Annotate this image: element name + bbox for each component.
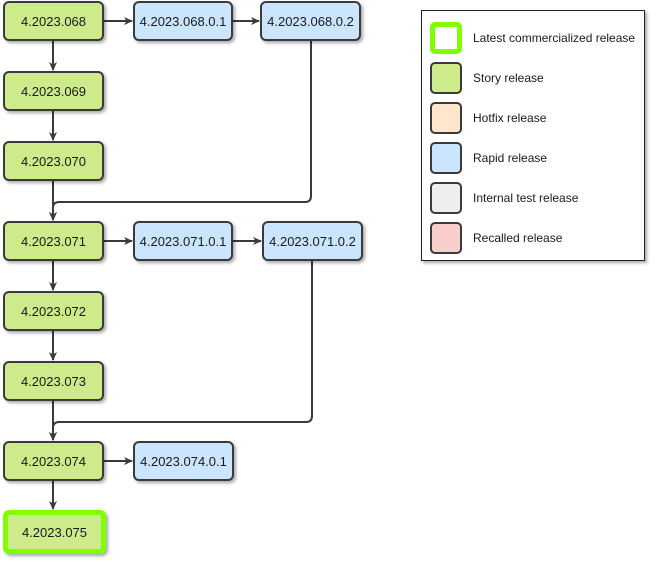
legend-swatch-latest: [430, 22, 462, 54]
legend-label-internal-test: Internal test release: [473, 191, 579, 205]
legend-label-recalled: Recalled release: [473, 231, 563, 245]
node-4-2023-069[interactable]: 4.2023.069: [3, 71, 104, 111]
legend-item-story: Story release: [430, 62, 544, 94]
legend-item-latest: Latest commercialized release: [430, 22, 635, 54]
legend-item-recalled: Recalled release: [430, 222, 562, 254]
legend-swatch-hotfix: [430, 102, 462, 134]
legend-swatch-story: [430, 62, 462, 94]
node-4-2023-075[interactable]: 4.2023.075: [3, 510, 106, 554]
legend-label-latest: Latest commercialized release: [473, 31, 636, 45]
node-4-2023-074-0-1[interactable]: 4.2023.074.0.1: [133, 441, 234, 481]
legend-item-hotfix: Hotfix release: [430, 102, 546, 134]
edge-071-0-2-to-074: [49, 261, 313, 441]
node-4-2023-068-0-2[interactable]: 4.2023.068.0.2: [260, 1, 361, 41]
legend-swatch-rapid: [430, 142, 462, 174]
edge-068-0-2-to-071: [49, 41, 312, 221]
node-4-2023-071[interactable]: 4.2023.071: [3, 221, 104, 261]
node-4-2023-071-0-1[interactable]: 4.2023.071.0.1: [133, 221, 233, 261]
node-4-2023-072[interactable]: 4.2023.072: [3, 291, 104, 331]
legend-label-story: Story release: [473, 71, 544, 85]
node-4-2023-074[interactable]: 4.2023.074: [3, 441, 104, 481]
legend-label-rapid: Rapid release: [473, 151, 548, 165]
legend-swatch-recalled: [430, 222, 462, 254]
node-4-2023-071-0-2[interactable]: 4.2023.071.0.2: [262, 221, 363, 261]
legend-swatch-internal-test: [430, 182, 462, 214]
legend-label-hotfix: Hotfix release: [473, 111, 547, 125]
node-4-2023-070[interactable]: 4.2023.070: [3, 141, 104, 181]
legend-item-internal-test: Internal test release: [430, 182, 578, 214]
node-4-2023-068[interactable]: 4.2023.068: [3, 1, 104, 41]
legend-item-rapid: Rapid release: [430, 142, 547, 174]
node-4-2023-068-0-1[interactable]: 4.2023.068.0.1: [133, 1, 233, 41]
legend: Latest commercialized release Story rele…: [421, 10, 645, 261]
node-4-2023-073[interactable]: 4.2023.073: [3, 361, 104, 401]
